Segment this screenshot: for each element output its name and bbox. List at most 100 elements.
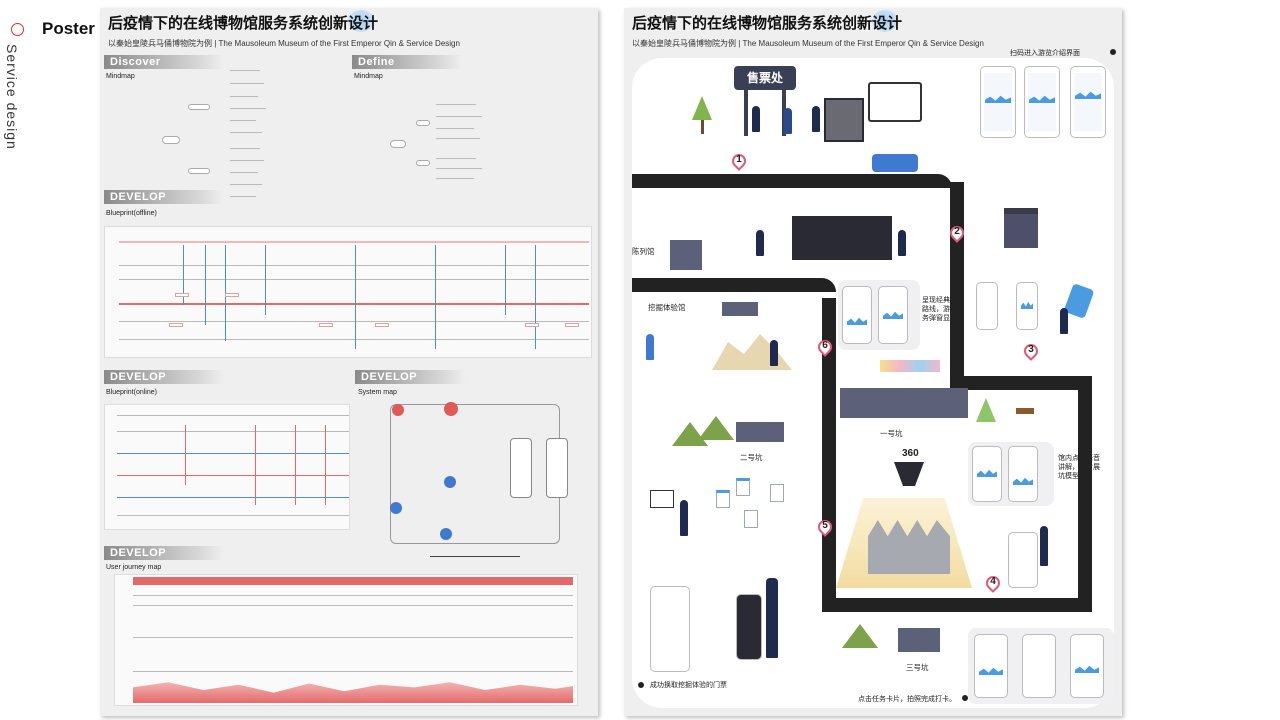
info-screen — [868, 82, 922, 122]
blueprint-link — [205, 245, 206, 325]
road-segment — [1078, 376, 1092, 612]
blueprint-link — [435, 245, 436, 349]
excavation-building — [722, 302, 758, 316]
blueprint-row — [119, 241, 589, 243]
task-card — [716, 490, 730, 508]
mindmap-branch — [436, 116, 482, 117]
mindmap-branch — [230, 172, 258, 173]
define-caption: Mindmap — [354, 73, 383, 80]
mindmap-branch — [230, 184, 262, 185]
blueprint-link — [325, 425, 326, 505]
blueprint-link — [505, 245, 506, 315]
mindmap-root — [162, 136, 180, 144]
ticket-office-sign: 售票处 — [734, 66, 796, 90]
blueprint-card — [375, 323, 389, 327]
blueprint-row — [117, 497, 349, 498]
blueprint-row — [117, 415, 349, 416]
visitor-figure — [766, 578, 778, 658]
right-panel: 后疫情下的在线博物馆服务系统创新设计 以秦始皇陵兵马俑博物院为例 | The M… — [624, 8, 1122, 716]
task-card — [770, 484, 784, 502]
circle-icon — [11, 23, 24, 36]
journey-row — [133, 605, 573, 606]
blueprint-row — [119, 265, 589, 266]
visitor-figure — [770, 340, 778, 366]
bench-icon — [1016, 408, 1034, 414]
journey-row — [133, 637, 573, 638]
blueprint-link — [265, 245, 266, 315]
app-screen-phone — [1024, 66, 1060, 138]
mountain-icon — [842, 624, 878, 648]
system-map-axis — [430, 556, 520, 557]
mindmap-branch — [436, 138, 480, 139]
title-blob — [872, 10, 898, 32]
visitor-figure — [812, 106, 820, 132]
left-subtitle: 以秦始皇陵兵马俑博物院为例 | The Mausoleum Museum of … — [108, 39, 460, 48]
mindmap-branch — [230, 160, 264, 161]
sidebar: Poster Service design — [0, 0, 100, 720]
blueprint-card — [525, 323, 539, 327]
blueprint-row — [119, 279, 589, 280]
pin-number: 5 — [822, 520, 828, 531]
road-segment — [822, 598, 1092, 612]
mountain-icon — [698, 416, 734, 440]
title-blob — [348, 10, 374, 32]
system-map-phone — [546, 438, 568, 498]
system-map-frame — [390, 404, 560, 544]
task-card — [736, 478, 750, 496]
excavation-hall-label: 挖掘体验馆 — [648, 303, 686, 312]
mindmap-branch — [230, 132, 262, 133]
mindmap-branch — [230, 83, 264, 84]
exhibition-hall-label: 陈列馆 — [632, 247, 655, 256]
discover-caption: Mindmap — [106, 73, 135, 80]
mindmap-branch — [230, 108, 266, 109]
blueprint-row — [119, 339, 589, 340]
section-develop-offline: DEVELOP — [104, 190, 224, 204]
blue-node-icon — [440, 528, 452, 540]
blueprint-card — [169, 323, 183, 327]
sign-post — [744, 90, 748, 136]
blue-node-icon — [390, 502, 402, 514]
line-of-interaction — [119, 303, 589, 305]
illustrated-map: 售票处 1 2 3 4 5 6 — [632, 58, 1114, 708]
blueprint-link — [355, 245, 356, 349]
mindmap-branch — [436, 104, 476, 105]
task-note: 点击任务卡片，拍照完成打卡。 — [858, 696, 956, 703]
pit3-label: 三号坑 — [906, 663, 929, 672]
vertical-label: Service design — [4, 44, 20, 150]
ticket-phone — [650, 586, 690, 672]
blueprint-card — [225, 293, 239, 297]
phone-in-hand — [736, 594, 762, 660]
system-map-caption: System map — [358, 389, 397, 396]
pit2-building — [736, 422, 784, 442]
line-of-interaction — [117, 475, 349, 476]
pin-number: 3 — [1028, 344, 1034, 355]
journey-row — [133, 595, 573, 596]
pin-number: 2 — [954, 226, 960, 237]
poster-label: Poster — [42, 19, 95, 38]
visitor-figure — [898, 230, 906, 256]
photo-card — [650, 490, 674, 508]
handheld-phone — [1063, 283, 1095, 319]
blueprint-link — [535, 245, 536, 349]
visitor-figure — [752, 106, 760, 132]
vr-label: 360 — [902, 448, 919, 459]
tree-trunk — [701, 120, 704, 134]
mindmap-branch — [230, 196, 256, 197]
blueprint-card — [319, 323, 333, 327]
right-title: 后疫情下的在线博物馆服务系统创新设计 — [632, 15, 903, 32]
right-subtitle: 以秦始皇陵兵马俑博物院为例 | The Mausoleum Museum of … — [632, 39, 984, 48]
mindmap-branch — [436, 178, 474, 179]
mindmap-node — [188, 104, 210, 110]
red-node-icon — [392, 404, 404, 416]
left-title: 后疫情下的在线博物馆服务系统创新设计 — [108, 15, 379, 32]
pit1-building — [840, 388, 968, 418]
guide-phone — [1008, 532, 1038, 588]
journey-caption: User journey map — [106, 564, 162, 571]
section-develop-online: DEVELOP — [104, 370, 224, 384]
exhibition-hall-building — [670, 240, 702, 270]
visitor-figure — [1040, 526, 1048, 566]
blueprint-link — [185, 425, 186, 485]
blueprint-row — [117, 453, 349, 454]
blueprint-link — [295, 425, 296, 505]
blueprint-row — [117, 515, 349, 516]
